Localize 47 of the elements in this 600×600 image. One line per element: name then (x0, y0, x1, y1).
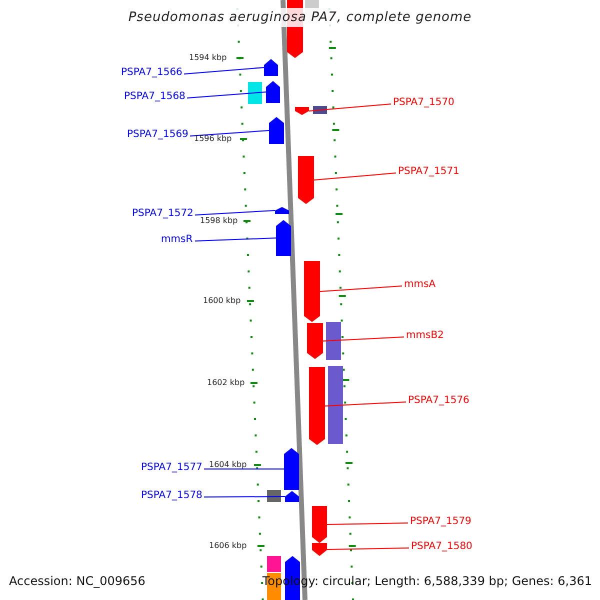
gene-label: mmsB2 (406, 330, 444, 342)
tick-label: 1594 kbp (189, 53, 227, 63)
gene-label: PSPA7_1569 (127, 129, 188, 141)
gene-feature-block (309, 367, 325, 445)
gene-label: PSPA7_1566 (121, 67, 182, 79)
gene-label: PSPA7_1570 (393, 97, 454, 109)
genome-stats-text: Topology: circular; Length: 6,588,339 bp; Genes: 6,361 (262, 575, 592, 587)
leader-line (204, 468, 284, 470)
gene-label: mmsA (404, 279, 436, 291)
gene-feature-block (275, 207, 289, 214)
leader-line (326, 522, 408, 525)
gene-feature-block (276, 220, 291, 256)
tick-label: 1606 kbp (209, 541, 247, 551)
gene-label: PSPA7_1568 (124, 91, 186, 103)
gene-feature-block (269, 117, 284, 144)
gene-feature-block (298, 156, 314, 204)
gene-label: PSPA7_1576 (408, 395, 470, 407)
leader-line (324, 402, 406, 406)
gene-feature-block (307, 323, 323, 359)
tick-label: 1596 kbp (194, 134, 232, 144)
leader-line (308, 104, 392, 112)
leader-line (322, 336, 404, 342)
gene-feature-block (266, 81, 280, 103)
tick-label: 1602 kbp (207, 378, 245, 388)
gene-label: PSPA7_1579 (410, 516, 472, 528)
leader-line (326, 548, 410, 550)
leader-line (194, 210, 276, 216)
gene-feature-block (304, 261, 320, 322)
tick-label: 1598 kbp (200, 216, 238, 226)
leader-line (194, 238, 276, 242)
leader-line (184, 67, 264, 74)
tick-label: 1600 kbp (203, 296, 241, 306)
leader-line (190, 130, 270, 136)
leader-line (204, 496, 286, 498)
accession-text: Accession: NC_009656 (9, 575, 146, 587)
gene-feature-block (264, 59, 278, 76)
leader-line (186, 92, 266, 98)
gene-label: PSPA7_1580 (411, 541, 472, 553)
gene-label: mmsR (161, 234, 193, 246)
gene-feature-block (295, 107, 309, 115)
leader-line (314, 172, 396, 180)
gene-label: PSPA7_1572 (132, 208, 194, 220)
gene-label: PSPA7_1578 (141, 490, 202, 502)
tick-label: 1604 kbp (209, 460, 247, 470)
gene-label: PSPA7_1577 (141, 462, 202, 474)
gene-label: PSPA7_1571 (398, 166, 460, 178)
leader-line (320, 286, 402, 292)
